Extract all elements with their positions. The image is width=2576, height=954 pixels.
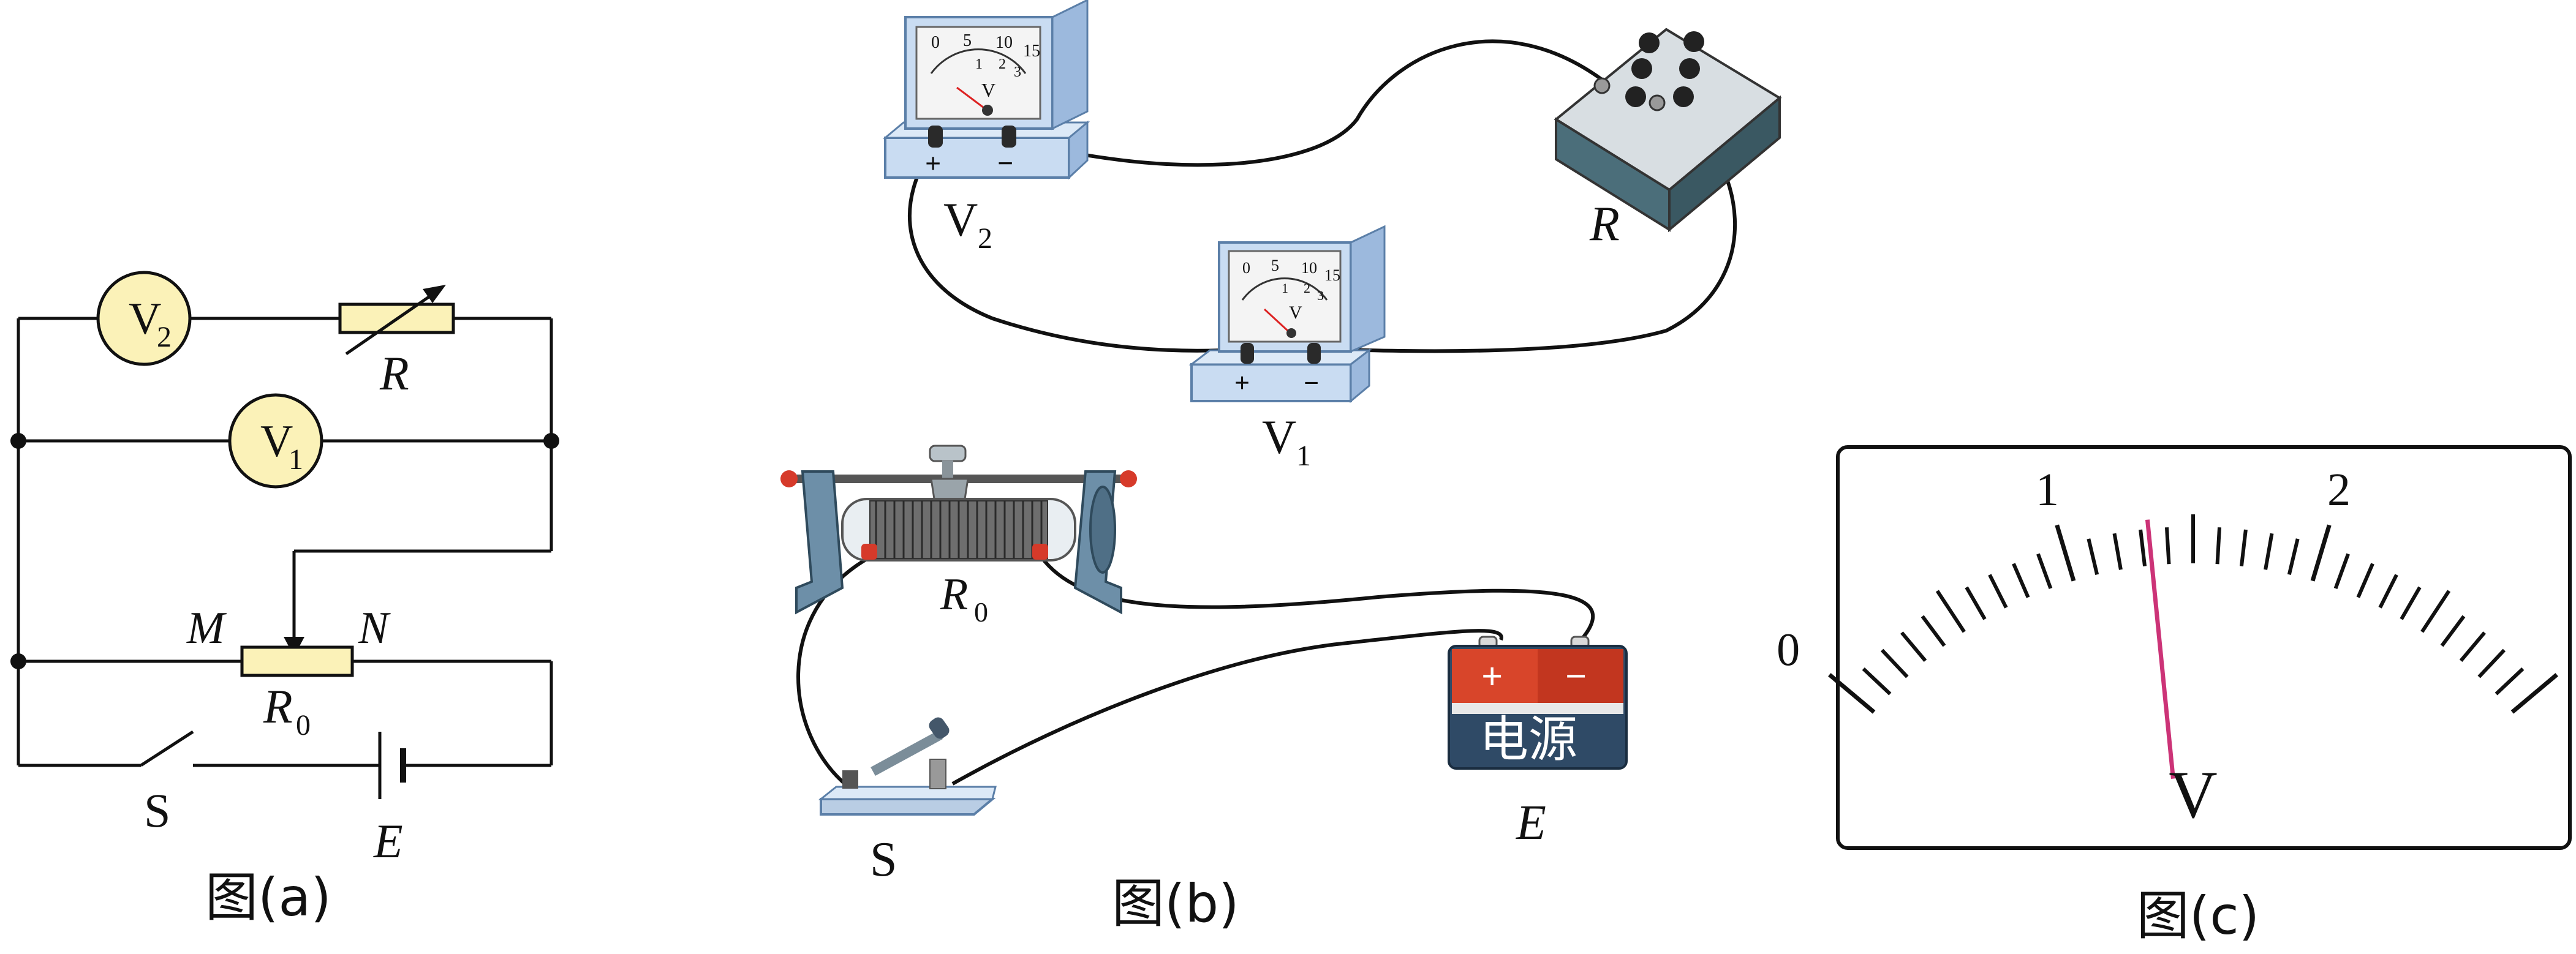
rheostat-r0-device bbox=[780, 445, 1137, 615]
dial-major-tick bbox=[2055, 524, 2076, 582]
v2-scale-0: 0 bbox=[931, 33, 940, 52]
v2-letter: V bbox=[129, 294, 161, 344]
dial-minor-tick bbox=[1862, 667, 1892, 696]
dial-minor-tick bbox=[2400, 586, 2422, 620]
dial-label-1: 1 bbox=[2036, 464, 2059, 516]
dial-minor-tick bbox=[2495, 667, 2525, 696]
dial-minor-tick bbox=[2087, 538, 2099, 576]
dial-unit: V bbox=[2169, 757, 2217, 832]
v1-scale-10: 10 bbox=[1301, 259, 1317, 277]
resistance-box-r bbox=[1554, 28, 1782, 233]
v1-terminal-minus: − bbox=[1304, 368, 1319, 398]
dial-major-tick bbox=[2510, 673, 2558, 714]
dial-minor-tick bbox=[1921, 615, 1946, 647]
v1-scale-0: 0 bbox=[1242, 259, 1250, 277]
dial-minor-tick bbox=[2264, 533, 2274, 570]
dial-minor-tick bbox=[1935, 590, 1966, 633]
r0-subscript-a: 0 bbox=[296, 709, 311, 742]
r0-subscript-b: 0 bbox=[974, 596, 988, 628]
dial-label-0: 0 bbox=[1777, 624, 1800, 675]
n-label: N bbox=[358, 603, 391, 653]
dial-minor-tick bbox=[1900, 631, 1927, 663]
voltmeter-v2-device bbox=[882, 0, 1090, 180]
dial-minor-tick bbox=[2459, 631, 2486, 663]
dial-scale bbox=[1828, 514, 2558, 714]
v1-terminal-plus: + bbox=[1234, 368, 1250, 398]
v2-terminal-minus: − bbox=[997, 148, 1013, 179]
dial-minor-tick bbox=[2333, 553, 2350, 590]
voltmeter-v1-symbol bbox=[228, 393, 323, 489]
dial-minor-tick bbox=[2440, 615, 2466, 647]
dial-frame bbox=[1836, 445, 2572, 850]
dial-minor-tick bbox=[2036, 553, 2053, 590]
v1-scale-2: 2 bbox=[1304, 280, 1310, 296]
v1-scale-3: 3 bbox=[1317, 288, 1324, 303]
battery-plus-sign: + bbox=[1481, 656, 1503, 697]
voltmeter-v2-symbol bbox=[96, 271, 192, 366]
v2-scale-10: 10 bbox=[995, 33, 1013, 52]
s-label-b: S bbox=[870, 833, 897, 887]
v2-scale-2: 2 bbox=[999, 56, 1006, 72]
dial-minor-tick bbox=[2139, 529, 2147, 566]
junction-dot bbox=[543, 433, 559, 449]
e-label-b: E bbox=[1516, 796, 1546, 850]
v2-subscript-b: 2 bbox=[978, 222, 992, 255]
dial-minor-tick bbox=[1988, 574, 2008, 609]
dial-minor-tick bbox=[2356, 563, 2374, 598]
v2-letter-b: V bbox=[943, 193, 978, 246]
switch-s-device bbox=[818, 717, 997, 816]
junction-dot bbox=[10, 433, 26, 449]
dial-minor-tick bbox=[1965, 586, 1987, 620]
caption-b: 图(b) bbox=[1112, 873, 1239, 934]
dial-minor-tick bbox=[2215, 527, 2222, 565]
dial-label-2: 2 bbox=[2327, 464, 2351, 516]
battery-label-text: 电源 bbox=[1479, 711, 1577, 768]
r-label-a: R bbox=[379, 347, 409, 400]
v1-subscript: 1 bbox=[289, 443, 303, 476]
v1-scale-1: 1 bbox=[1282, 280, 1288, 296]
v1-letter-b: V bbox=[1262, 410, 1296, 464]
v2-scale-1: 1 bbox=[975, 56, 983, 72]
dial-minor-tick bbox=[2112, 533, 2123, 570]
dial-major-tick bbox=[1828, 673, 1876, 714]
s-label-a: S bbox=[144, 784, 170, 837]
figure-b-wires bbox=[796, 39, 1737, 789]
m-label: M bbox=[186, 603, 227, 653]
dial-major-tick bbox=[2310, 524, 2332, 582]
v2-scale-15: 15 bbox=[1023, 42, 1040, 61]
dial-needle bbox=[2145, 519, 2175, 779]
e-label-a: E bbox=[373, 814, 403, 868]
variable-resistor-arrow bbox=[345, 291, 436, 356]
dial-minor-tick bbox=[2287, 538, 2300, 576]
dial-minor-tick bbox=[2164, 527, 2171, 565]
v2-subscript: 2 bbox=[157, 321, 172, 353]
r0-letter-a: R bbox=[263, 680, 293, 733]
r0-letter-b: R bbox=[940, 569, 968, 620]
dial-minor-tick bbox=[2239, 529, 2248, 566]
v2-scale-5: 5 bbox=[963, 31, 972, 50]
caption-c: 图(c) bbox=[2137, 885, 2259, 947]
v2-meter-unit: V bbox=[981, 79, 995, 101]
voltmeter-v1-device bbox=[1188, 225, 1386, 404]
v2-terminal-plus: + bbox=[925, 148, 941, 179]
battery-e-device bbox=[1448, 636, 1628, 770]
dial-minor-tick bbox=[2420, 590, 2451, 633]
v1-scale-5: 5 bbox=[1271, 257, 1279, 274]
rheostat-r0-symbol bbox=[240, 645, 354, 677]
v2-scale-3: 3 bbox=[1014, 64, 1021, 80]
dial-minor-tick bbox=[2012, 563, 2030, 598]
battery-minus-sign: − bbox=[1565, 656, 1587, 697]
dial-minor-tick bbox=[1880, 648, 1909, 678]
v1-subscript-b: 1 bbox=[1296, 440, 1311, 472]
v1-scale-15: 15 bbox=[1324, 266, 1340, 284]
dial-minor-tick bbox=[2477, 648, 2506, 678]
r-label-b: R bbox=[1589, 197, 1620, 251]
v1-letter: V bbox=[260, 416, 293, 467]
caption-a: 图(a) bbox=[205, 867, 331, 928]
junction-dot bbox=[10, 653, 26, 669]
dial-minor-tick bbox=[2378, 574, 2398, 609]
v1-meter-unit: V bbox=[1289, 302, 1302, 323]
variable-resistor-arrow-head-icon bbox=[423, 285, 446, 303]
